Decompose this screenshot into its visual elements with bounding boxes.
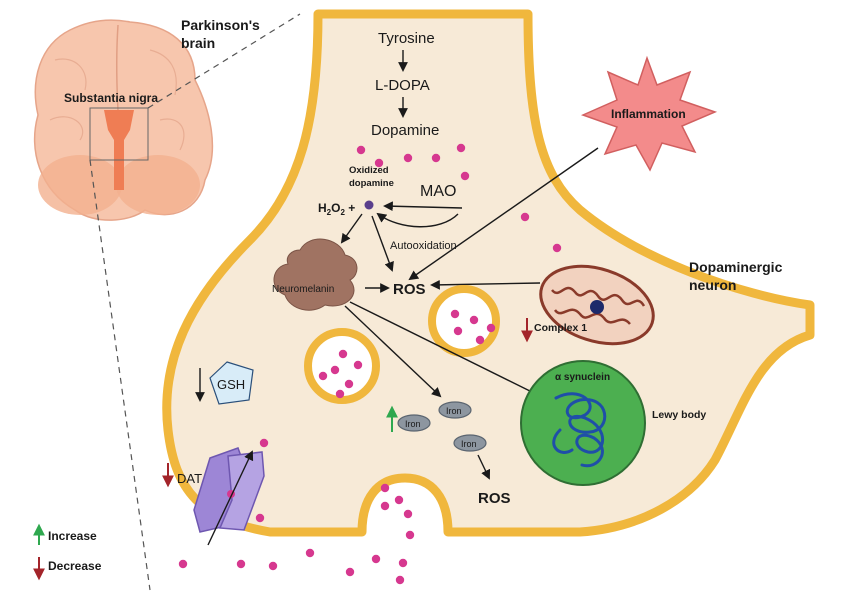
svg-text:H2O2 +: H2O2 + xyxy=(318,201,355,217)
dat-reuptake-arrow xyxy=(207,450,254,546)
dopamine-dot xyxy=(353,360,363,370)
dopamine-dot xyxy=(475,335,485,345)
dopamine-dot xyxy=(374,158,384,168)
arrow-neuromelanin-synuclein xyxy=(349,301,542,397)
dopamine-dot xyxy=(356,145,366,155)
dopamine-dot xyxy=(405,530,415,540)
dopamine-dot xyxy=(520,212,530,222)
tyrosine-label: Tyrosine xyxy=(378,30,435,47)
h2o2-label: H2O2 + xyxy=(318,201,355,217)
arrow-oxidized-ros xyxy=(371,215,394,272)
oxidized-label-line2: dopamine xyxy=(349,178,394,189)
iron-label-1: Iron xyxy=(405,419,421,429)
complex1-label: Complex 1 xyxy=(534,322,587,334)
dopamine-dot xyxy=(398,558,408,568)
inflammation-label: Inflammation xyxy=(611,107,686,121)
dopamine-dot xyxy=(486,323,496,333)
dopamine-dot xyxy=(335,389,345,399)
dopamine-dot xyxy=(460,171,470,181)
iron-ellipse-3 xyxy=(453,434,487,452)
complex1-marker xyxy=(590,300,604,314)
arrow-autooxidation xyxy=(376,212,459,228)
inflammation-star xyxy=(580,55,718,172)
gsh-label: GSH xyxy=(217,377,245,392)
dopamine-dot xyxy=(394,495,404,505)
ros-iron-label: ROS xyxy=(478,490,511,507)
brain-illustration xyxy=(33,19,214,221)
iron-ellipse-1 xyxy=(397,414,431,432)
arrow-mao-oxidized xyxy=(383,201,463,212)
ros-main-label: ROS xyxy=(393,281,426,298)
vesicle-left xyxy=(304,328,380,404)
dopamine-dot xyxy=(395,575,405,585)
iron-label-3: Iron xyxy=(461,439,477,449)
lewy-body-label: Lewy body xyxy=(652,409,706,421)
dopamine-dot xyxy=(456,143,466,153)
vesicle-right xyxy=(428,285,500,357)
arrow-neuromelanin-iron xyxy=(344,305,442,398)
dopamine-dot xyxy=(305,548,315,558)
substantia-nigra-label: Substantia nigra xyxy=(64,91,158,105)
cerebellum-left xyxy=(38,155,122,215)
neuron-label-line1: Dopaminergic xyxy=(689,259,783,275)
iron-ellipse-2 xyxy=(438,401,472,419)
dopamine-dot xyxy=(552,243,562,253)
legend-increase-label: Increase xyxy=(48,529,97,543)
arrow-mitochondria-ros xyxy=(430,279,541,290)
dopamine-dot xyxy=(268,561,278,571)
dopamine-dot xyxy=(330,365,340,375)
dopamine-dot xyxy=(431,153,441,163)
ldopa-label: L-DOPA xyxy=(375,77,430,94)
legend-decrease-label: Decrease xyxy=(48,559,102,573)
dopamine-dot xyxy=(338,349,348,359)
dopamine-dot xyxy=(345,567,355,577)
neuromelanin-blob xyxy=(273,238,358,311)
cerebellum-right xyxy=(116,155,200,215)
dopamine-dot xyxy=(371,554,381,564)
brainstem xyxy=(104,110,134,190)
zoom-line-top xyxy=(147,13,301,109)
dopamine-dot xyxy=(380,483,390,493)
autooxidation-label: Autooxidation xyxy=(390,240,457,252)
dat-label: DAT xyxy=(177,471,202,486)
neuron-membrane xyxy=(162,9,815,537)
lewy-body xyxy=(520,360,646,486)
exocytosis-opening xyxy=(372,488,438,532)
mao-label: MAO xyxy=(420,183,456,200)
dopamine-dot xyxy=(344,379,354,389)
brain-title-line2: brain xyxy=(181,35,215,51)
oxidized-label-line1: Oxidized xyxy=(349,165,389,176)
alpha-synuclein-label: α synuclein xyxy=(555,372,610,383)
mitochondrion xyxy=(539,264,655,346)
dopamine-dot xyxy=(259,438,269,448)
dopamine-dot xyxy=(318,371,328,381)
neuromelanin-label: Neuromelanin xyxy=(272,284,334,295)
dopamine-dot xyxy=(255,513,265,523)
dopamine-label: Dopamine xyxy=(371,122,439,139)
gsh-pentagon xyxy=(209,361,254,405)
dopamine-dot xyxy=(453,326,463,336)
dopamine-dot xyxy=(236,559,246,569)
oxidized-dopamine-dot xyxy=(364,200,374,210)
brain-title-line1: Parkinson's xyxy=(181,17,260,33)
arrow-iron-ros xyxy=(477,454,491,480)
dopamine-dot xyxy=(469,315,479,325)
substantia-nigra-box xyxy=(89,107,149,161)
dopamine-dot xyxy=(380,501,390,511)
dopamine-dot xyxy=(178,559,188,569)
dopamine-dot xyxy=(450,309,460,319)
alpha-synuclein-coil xyxy=(552,392,607,468)
dopamine-dot xyxy=(403,153,413,163)
dopamine-molecules xyxy=(178,143,562,585)
arrow-inflammation-ros xyxy=(408,147,599,281)
legend: Increase Decrease xyxy=(33,523,102,581)
dopamine-dot xyxy=(403,509,413,519)
zoom-line-bottom xyxy=(89,159,151,591)
neuron-label-line2: neuron xyxy=(689,277,736,293)
iron-label-2: Iron xyxy=(446,406,462,416)
dat-transporter xyxy=(193,447,265,533)
arrow-h2o2-neuromelanin xyxy=(340,213,363,244)
